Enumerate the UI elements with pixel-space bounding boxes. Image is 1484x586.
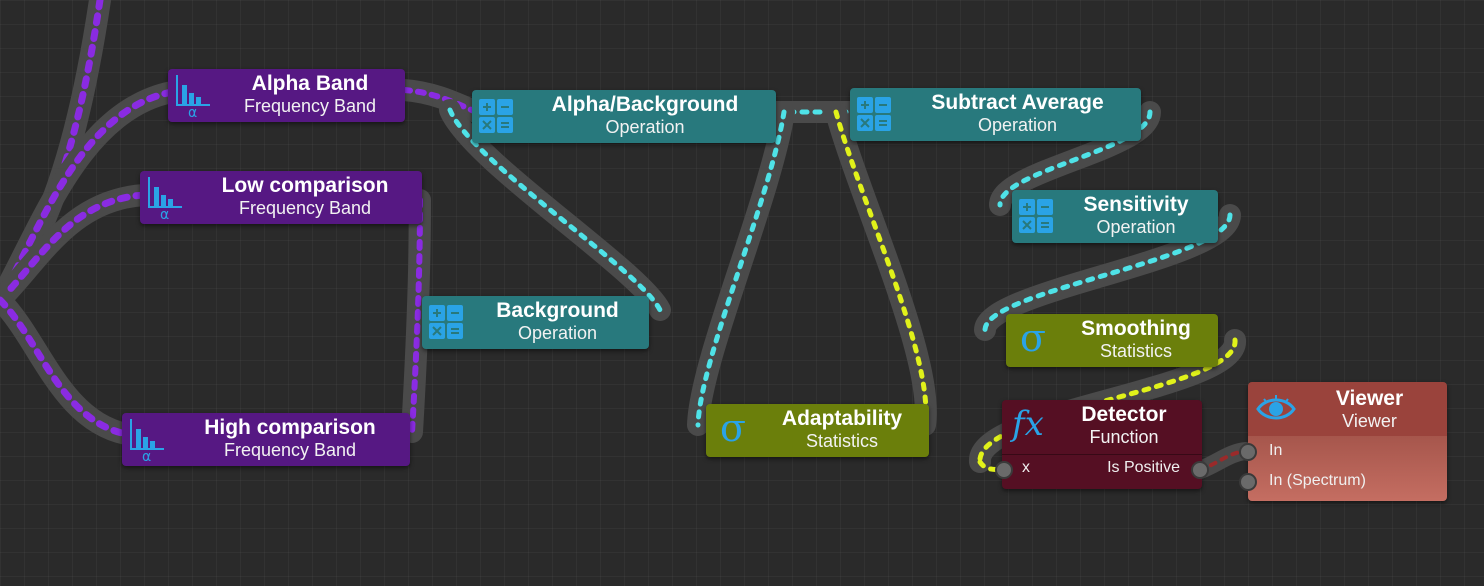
svg-text:α: α — [142, 449, 151, 461]
node-subtitle: Frequency Band — [238, 198, 372, 218]
node-title: Smoothing — [1081, 317, 1191, 340]
node-title: Alpha Band — [251, 72, 369, 95]
node-alpha-background[interactable]: Alpha/Background Operation — [472, 90, 776, 143]
node-high-comparison[interactable]: α High comparison Frequency Band — [122, 413, 410, 466]
node-subtitle: Operation — [605, 117, 685, 137]
operation-calculator-icon — [429, 305, 463, 339]
node-subtract-average[interactable]: Subtract Average Operation — [850, 88, 1141, 141]
operation-calculator-icon — [479, 99, 513, 133]
wire-cyan-group — [439, 99, 1241, 436]
node-subtitle: Operation — [517, 323, 598, 343]
svg-text:α: α — [160, 207, 169, 219]
input-port-x[interactable] — [995, 461, 1013, 479]
eye-icon — [1256, 395, 1296, 420]
node-subtitle: Function — [1089, 427, 1159, 447]
node-detector[interactable]: fx Detector Function x Is Positive — [995, 400, 1209, 489]
frequency-band-alpha-icon: α — [130, 419, 164, 461]
node-subtitle: Statistics — [805, 431, 879, 451]
input-port-in-spectrum[interactable] — [1239, 473, 1257, 491]
node-adaptability[interactable]: σ Adaptability Statistics — [706, 404, 929, 457]
node-title: Low comparison — [221, 174, 389, 197]
node-title: Sensitivity — [1083, 193, 1189, 216]
node-alpha-band[interactable]: α Alpha Band Frequency Band — [168, 69, 405, 122]
function-fx-icon: fx — [1012, 404, 1044, 444]
wire-hub-to-high-comparison — [0, 289, 137, 445]
output-port-is-positive[interactable] — [1191, 461, 1209, 479]
node-subtitle: Operation — [1096, 217, 1176, 237]
node-title: High comparison — [204, 416, 376, 439]
node-sensitivity[interactable]: Sensitivity Operation — [1012, 190, 1218, 243]
node-divider — [1002, 454, 1202, 455]
port-label-in-spectrum: In (Spectrum) — [1269, 472, 1366, 489]
operation-calculator-icon — [857, 97, 891, 131]
node-subtitle: Operation — [977, 115, 1058, 135]
node-low-comparison[interactable]: α Low comparison Frequency Band — [140, 171, 422, 224]
node-title: Adaptability — [781, 407, 903, 430]
node-subtitle: Frequency Band — [243, 96, 377, 116]
node-subtitle: Viewer — [1342, 411, 1397, 431]
node-background[interactable]: Background Operation — [422, 296, 649, 349]
frequency-band-alpha-icon: α — [148, 177, 182, 219]
port-label-in: In — [1269, 442, 1283, 459]
node-subtitle: Frequency Band — [223, 440, 357, 460]
input-port-in[interactable] — [1239, 443, 1257, 461]
node-title: Subtract Average — [931, 91, 1104, 114]
sigma-icon: σ — [1020, 316, 1046, 360]
wire-alpha-background-to-adaptability-yellow — [825, 101, 937, 436]
port-label-x: x — [1022, 459, 1030, 476]
node-title: Background — [496, 299, 619, 322]
sigma-icon: σ — [720, 406, 746, 450]
node-title: Detector — [1081, 403, 1167, 426]
node-title: Viewer — [1335, 387, 1404, 410]
frequency-band-alpha-icon: α — [176, 75, 210, 117]
node-title: Alpha/Background — [551, 93, 739, 116]
node-subtitle: Statistics — [1099, 341, 1173, 361]
svg-text:α: α — [188, 105, 197, 117]
port-label-is-positive: Is Positive — [1107, 459, 1180, 476]
operation-calculator-icon — [1019, 199, 1053, 233]
node-smoothing[interactable]: σ Smoothing Statistics — [1006, 314, 1218, 367]
node-viewer[interactable]: Viewer Viewer In In (Spectrum) — [1239, 382, 1447, 501]
